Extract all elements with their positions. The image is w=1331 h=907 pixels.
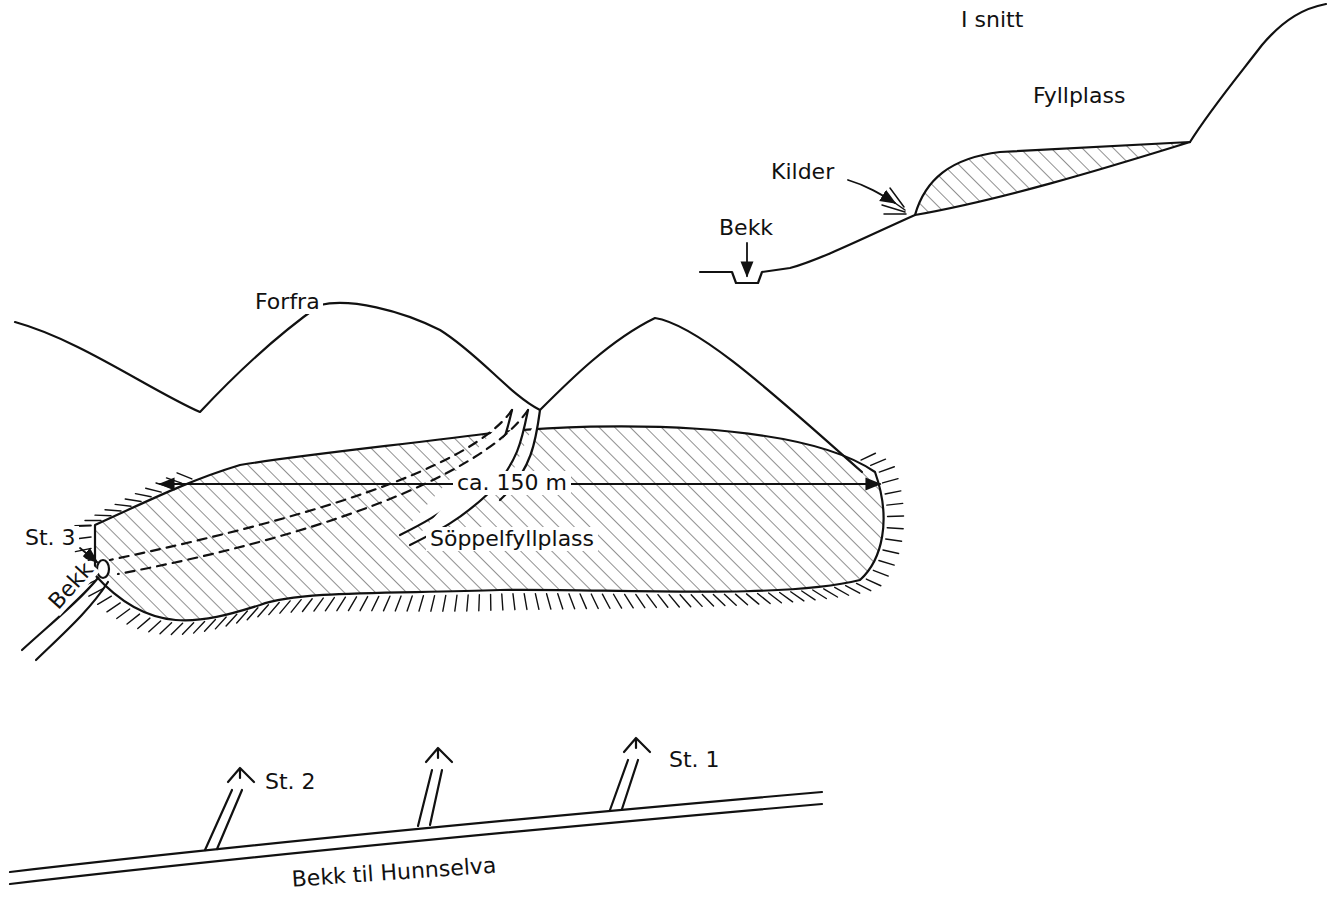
spring-symbol [624, 738, 650, 752]
leader-arrow [848, 180, 895, 203]
view-title: I snitt [958, 8, 1026, 32]
dimension-label: ca. 150 m [453, 471, 571, 495]
area-label: Fyllplass [1030, 84, 1128, 108]
ground-profile [700, 215, 915, 283]
pipe-outlet [97, 560, 109, 578]
slope-ticks [75, 453, 904, 634]
station-label: St. 1 [666, 748, 723, 772]
tributary [610, 760, 638, 810]
tributary [205, 790, 242, 850]
landfill-area: ca. 150 m Söppelfyllplass [380, 471, 644, 551]
station-label: St. 2 [262, 770, 319, 794]
tributary [418, 770, 442, 826]
view-title: Forfra [252, 290, 323, 314]
leader-arrow [746, 243, 748, 276]
station-label: St. 3 [22, 526, 79, 550]
hillside [1190, 4, 1326, 142]
feature-label: Bekk [716, 216, 776, 240]
stream-label: Bekk til Hunnselva [288, 853, 500, 892]
feature-label: Kilder [768, 160, 837, 184]
area-label: Söppelfyllplass [426, 527, 598, 551]
spring-symbol [228, 768, 254, 782]
spring-symbol [426, 748, 452, 762]
fill-section [915, 142, 1190, 215]
spring-rays [882, 188, 906, 214]
